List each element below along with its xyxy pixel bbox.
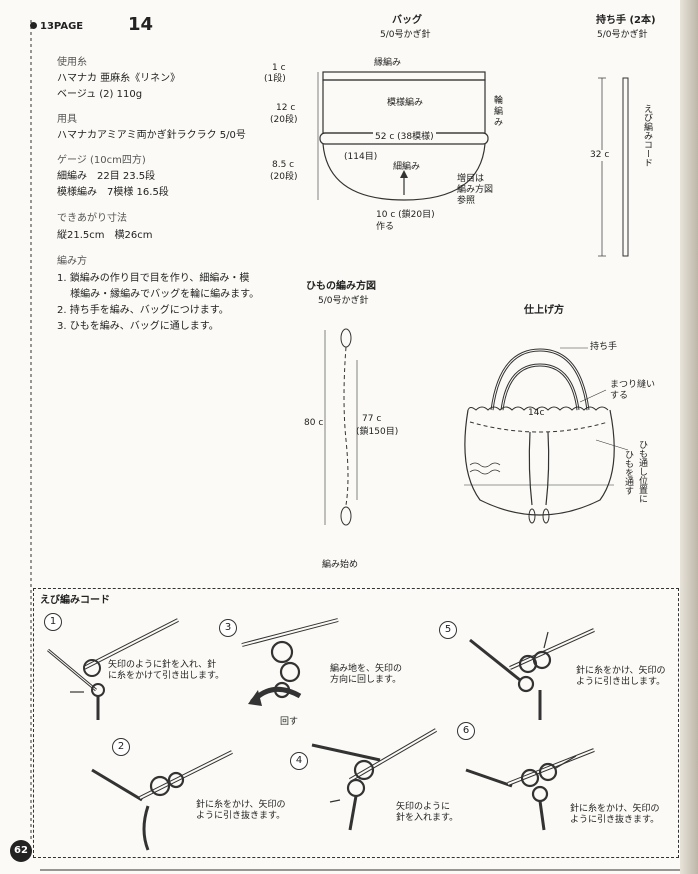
- step-number: 6: [457, 722, 475, 740]
- bag-hook: 5/0号かぎ針: [380, 30, 431, 40]
- page-ref: 13PAGE: [30, 20, 83, 33]
- bag-increase-label: 増目は編み方図参照: [457, 174, 494, 206]
- bag-edge-label: 縁編み: [374, 58, 402, 68]
- finish-string-pos: ひも通し位置に: [637, 440, 647, 503]
- dim-1dan: (1段): [264, 74, 286, 84]
- yarn-line2: ベージュ (2) 110g: [57, 89, 143, 100]
- handle-label: えび編みコード: [642, 104, 652, 167]
- size-line: 縦21.5cm 横26cm: [57, 230, 153, 241]
- step-number: 5: [439, 621, 457, 639]
- step-text: 針に糸をかけ、矢印のように引き出します。: [576, 666, 666, 687]
- bag-sc-label: 細編み: [393, 162, 421, 172]
- step-text: 編み地を、矢印の方向に回します。: [330, 664, 403, 685]
- finish-width-label: 14c: [528, 408, 545, 418]
- method-step: 1. 鎖編みの作り目で目を作り、細編み・模: [57, 273, 250, 284]
- step-extra: 回す: [280, 717, 299, 727]
- handle-hook: 5/0号かぎ針: [597, 30, 648, 40]
- dim-20dan-b: (20段): [270, 172, 298, 182]
- step-text: 針に糸をかけ、矢印のように引き抜きます。: [570, 804, 660, 825]
- handle-length: 32 c: [590, 150, 610, 161]
- string-start: 編み始め: [322, 560, 359, 570]
- bag-title: バッグ: [392, 15, 422, 26]
- step-number: 2: [112, 738, 130, 756]
- handle-title: 持ち手 (2本): [596, 15, 656, 26]
- bag-round-label: 輪編み: [494, 96, 504, 128]
- dim-12c: 12 c: [276, 103, 296, 113]
- step-number: 1: [44, 613, 62, 631]
- dim-85c: 8.5 c: [272, 160, 295, 170]
- page-number: 62: [10, 840, 32, 862]
- pattern-number: 14: [128, 14, 154, 35]
- yarn-heading: 使用糸: [57, 57, 87, 68]
- gauge-line2: 模様編み 7模様 16.5段: [57, 187, 169, 198]
- dim-20dan: (20段): [270, 115, 298, 125]
- method-step: 様編み・縁編みでバッグを輪に編みます。: [57, 289, 260, 300]
- ebi-cord-title: えび編みコード: [40, 595, 110, 606]
- gauge-line1: 細編み 22目 23.5段: [57, 171, 156, 182]
- method-step: 2. 持ち手を編み、バッグにつけます。: [57, 305, 229, 316]
- tools-heading: 用具: [57, 114, 77, 125]
- bag-pattern-label: 模様編み: [387, 98, 424, 108]
- gauge-heading: ゲージ (10cm四方): [57, 155, 146, 166]
- finish-title: 仕上げ方: [524, 305, 564, 316]
- finish-string-pass: ひもを通す: [623, 450, 633, 495]
- step-text: 矢印のように針を入れ、針に糸をかけて引き出します。: [108, 660, 225, 681]
- method-step: 3. ひもを編み、バッグに通します。: [57, 321, 219, 332]
- bag-bottom-label: 10 c (鎖20目): [376, 210, 435, 220]
- step-number: 3: [219, 619, 237, 637]
- string-hook: 5/0号かぎ針: [318, 296, 369, 306]
- finish-handle-label: 持ち手: [590, 342, 618, 352]
- bag-count-label: (114目): [344, 152, 378, 162]
- finish-stitch-label: まつり縫いする: [610, 380, 656, 401]
- tools-line: ハマナカアミアミ両かぎ針ラクラク 5/0号: [57, 130, 246, 141]
- yarn-line1: ハマナカ 亜麻糸《リネン》: [57, 73, 181, 84]
- method-heading: 編み方: [57, 256, 87, 267]
- step-number: 4: [290, 752, 308, 770]
- string-title: ひもの編み方図: [306, 281, 376, 292]
- string-chain: (鎖150目): [356, 427, 399, 437]
- step-text: 針に糸をかけ、矢印のように引き抜きます。: [196, 800, 286, 821]
- bag-width-label: 52 c (38模様): [373, 132, 436, 143]
- step-text: 矢印のように針を入れます。: [396, 802, 459, 823]
- dim-1c: 1 c: [272, 63, 286, 73]
- size-heading: できあがり寸法: [57, 213, 127, 224]
- string-length80: 80 c: [304, 418, 324, 429]
- page-edge: [680, 0, 698, 874]
- bag-bottom-label2: 作る: [376, 222, 395, 232]
- ebi-cord-section: [33, 588, 679, 858]
- string-length77: 77 c: [362, 414, 382, 424]
